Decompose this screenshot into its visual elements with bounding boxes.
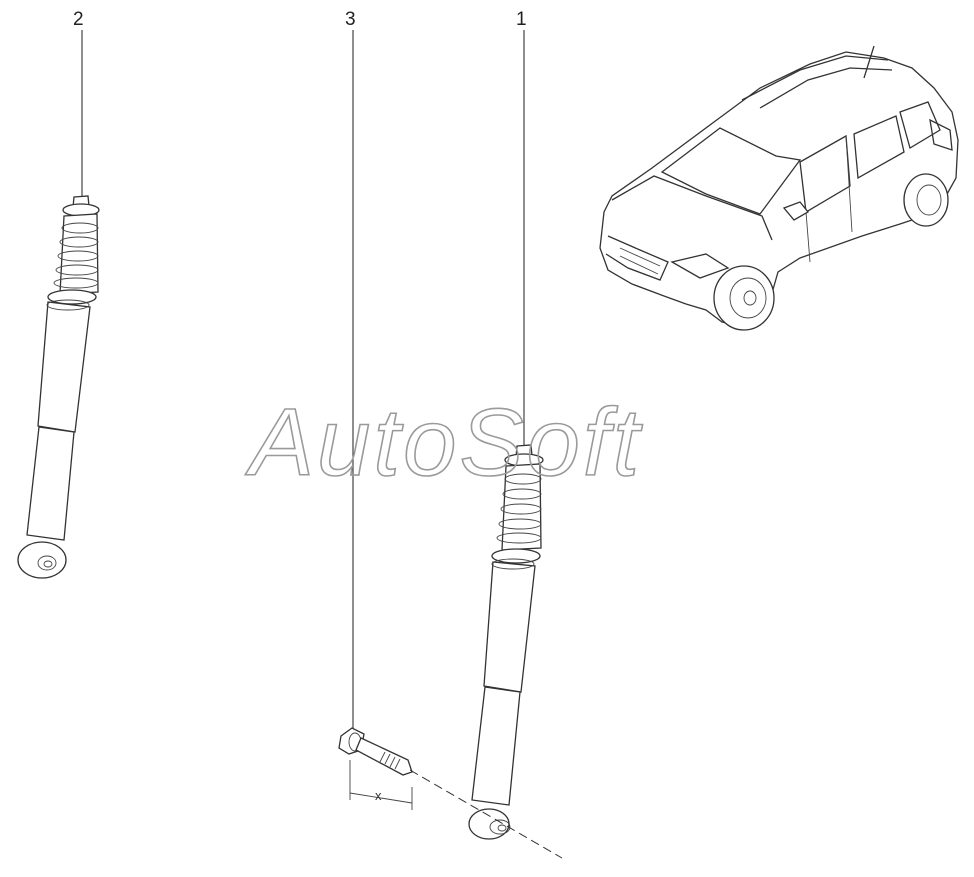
vehicle-locator-illustration [599,45,959,331]
watermark-text: AutoSoft [245,389,643,496]
mounting-bolt [338,727,413,776]
svg-text:x: x [375,788,382,803]
dimension-x: x [349,760,413,810]
bolt-axis-line [409,769,563,859]
callout-3: 3 [345,9,356,30]
callout-2: 2 [73,9,84,30]
shock-absorber-left [17,195,100,579]
callout-1: 1 [516,9,527,30]
shock-absorber-right [468,444,544,840]
